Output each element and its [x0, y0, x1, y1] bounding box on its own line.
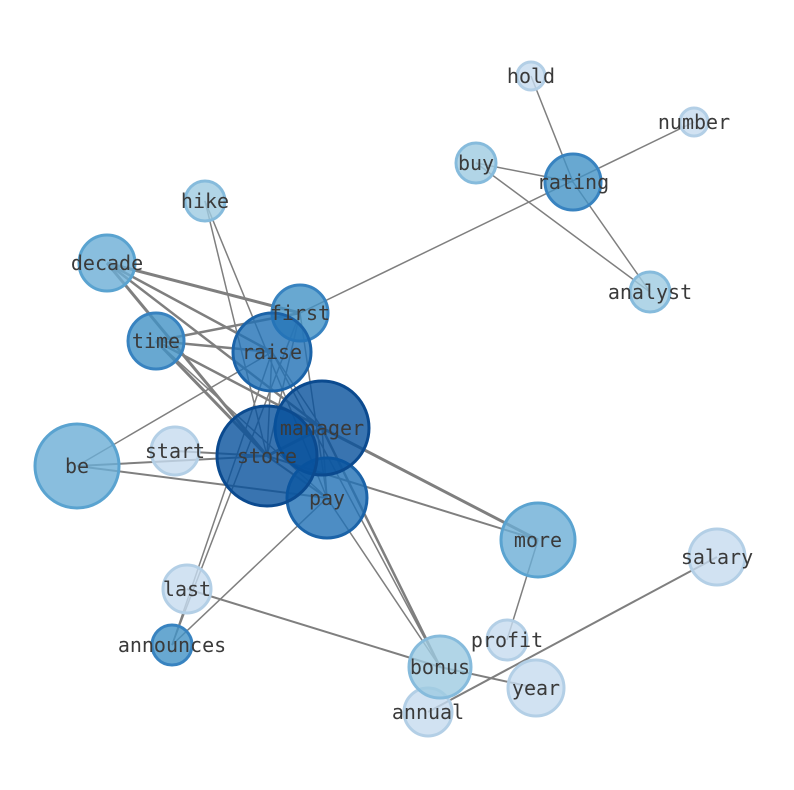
node-label-manager: manager: [280, 416, 364, 440]
node-label-more: more: [514, 528, 562, 552]
node-hike: [183, 179, 227, 223]
label-layer: hold number buy rating hike analyst decade firs…: [65, 64, 753, 724]
node-label-rating: rating: [537, 170, 609, 194]
node-label-annual: annual: [392, 700, 464, 724]
node-start: [149, 425, 201, 477]
node-label-hold: hold: [507, 64, 555, 88]
node-raise: [231, 311, 313, 393]
node-be: [33, 422, 121, 510]
node-label-pay: pay: [309, 486, 345, 510]
node-announces: [150, 623, 194, 667]
node-label-start: start: [145, 439, 205, 463]
node-time: [126, 311, 186, 371]
node-label-first: first: [270, 301, 330, 325]
node-label-profit: profit: [471, 628, 543, 652]
edge-layer: [76, 75, 718, 713]
node-layer: [33, 60, 747, 738]
node-profit: [485, 618, 529, 662]
edge-number-first: [299, 121, 695, 314]
edge-decade-first: [106, 261, 301, 315]
node-analyst: [628, 270, 672, 314]
edge-buy-analyst: [475, 162, 651, 293]
node-more: [499, 501, 577, 579]
node-number: [678, 106, 710, 138]
node-decade: [77, 233, 137, 293]
node-label-buy: buy: [458, 151, 494, 175]
node-bonus: [407, 634, 473, 700]
node-label-last: last: [163, 577, 211, 601]
node-label-decade: decade: [71, 251, 143, 275]
node-label-time: time: [132, 329, 180, 353]
node-label-salary: salary: [681, 545, 753, 569]
edge-salary-annual: [427, 556, 718, 713]
node-label-bonus: bonus: [410, 655, 470, 679]
node-hold: [515, 60, 547, 92]
node-label-store: store: [237, 444, 297, 468]
node-label-year: year: [512, 676, 560, 700]
node-last: [161, 563, 213, 615]
node-rating: [543, 152, 603, 212]
node-label-be: be: [65, 454, 89, 478]
node-label-hike: hike: [181, 189, 229, 213]
node-label-analyst: analyst: [608, 280, 692, 304]
node-salary: [687, 527, 747, 587]
node-buy: [454, 141, 498, 185]
edge-last-bonus: [186, 588, 441, 668]
node-label-number: number: [658, 110, 730, 134]
node-year: [506, 658, 566, 718]
node-store: [215, 404, 319, 508]
node-label-raise: raise: [242, 340, 302, 364]
node-label-announces: announces: [118, 633, 226, 657]
